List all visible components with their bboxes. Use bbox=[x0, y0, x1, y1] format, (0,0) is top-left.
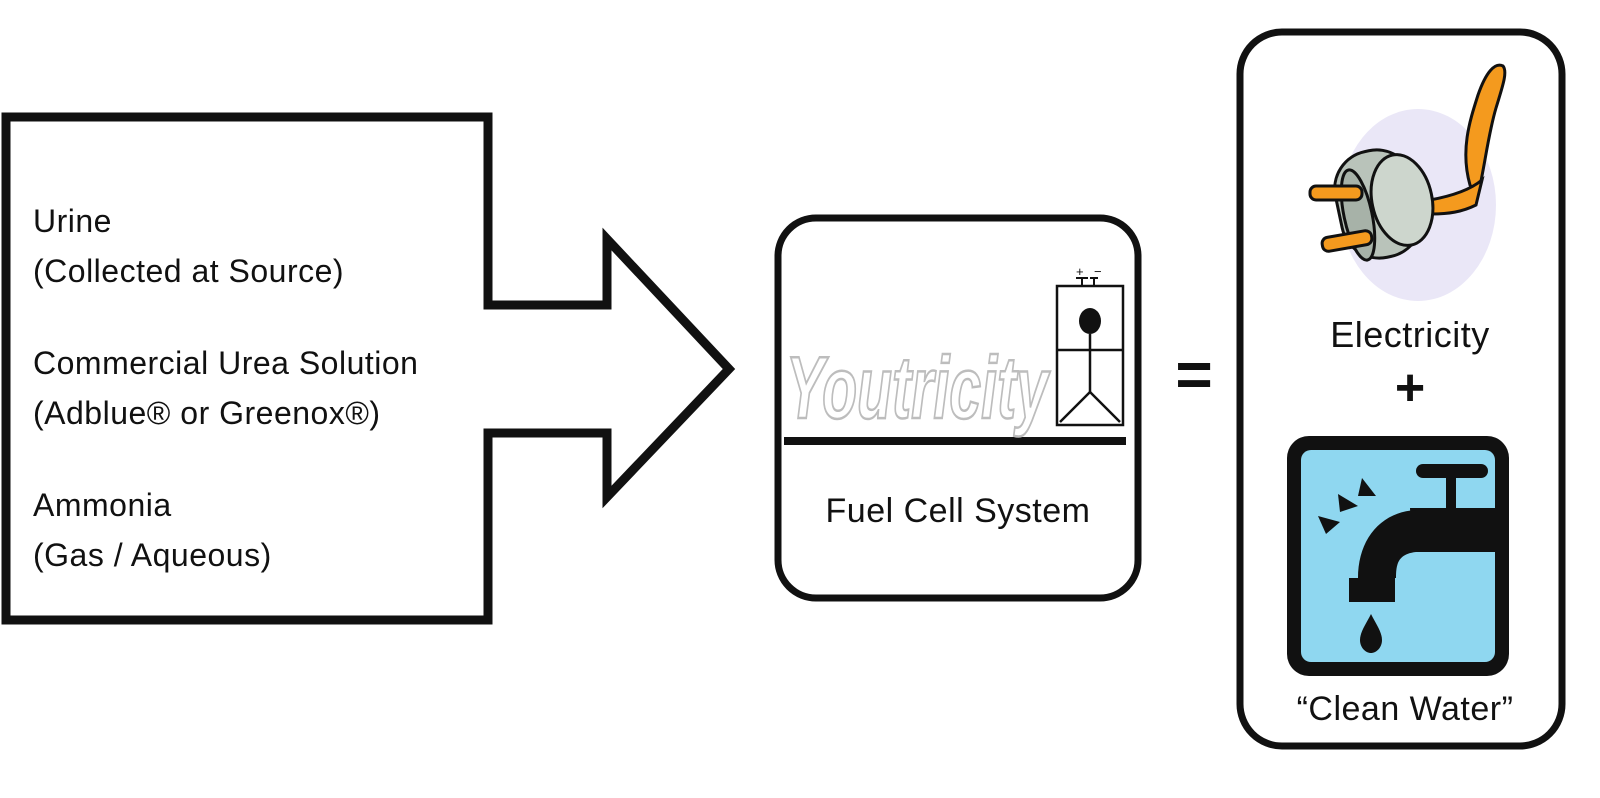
equals-sign: = bbox=[1175, 338, 1212, 410]
input-detail: (Adblue® or Greenox®) bbox=[33, 395, 381, 431]
output-clean-water-label: “Clean Water” bbox=[1296, 690, 1514, 728]
input-detail: (Collected at Source) bbox=[33, 253, 345, 289]
brand-logo: Youtricity bbox=[786, 338, 1051, 437]
input-item-urea-solution: Commercial Urea Solution (Adblue® or Gre… bbox=[33, 338, 418, 438]
fuel-cell-box bbox=[774, 214, 1142, 602]
fuel-cell-label: Fuel Cell System bbox=[825, 492, 1091, 530]
battery-minus-sign: − bbox=[1094, 264, 1102, 279]
power-plug-icon bbox=[1308, 63, 1507, 301]
input-list: Urine (Collected at Source) Commercial U… bbox=[33, 196, 418, 580]
battery-person-icon: + − bbox=[1055, 264, 1125, 427]
input-name: Ammonia bbox=[33, 487, 172, 523]
input-detail: (Gas / Aqueous) bbox=[33, 537, 272, 573]
water-tap-icon bbox=[1287, 436, 1509, 676]
input-name: Commercial Urea Solution bbox=[33, 345, 419, 381]
input-arrow-shape bbox=[1, 112, 736, 625]
input-name: Urine bbox=[33, 203, 112, 239]
input-item-ammonia: Ammonia (Gas / Aqueous) bbox=[33, 480, 418, 580]
input-item-urine: Urine (Collected at Source) bbox=[33, 196, 418, 296]
output-electricity-label: Electricity bbox=[1330, 314, 1490, 355]
battery-plus-sign: + bbox=[1076, 264, 1084, 279]
output-plus-sign: + bbox=[1394, 359, 1426, 417]
